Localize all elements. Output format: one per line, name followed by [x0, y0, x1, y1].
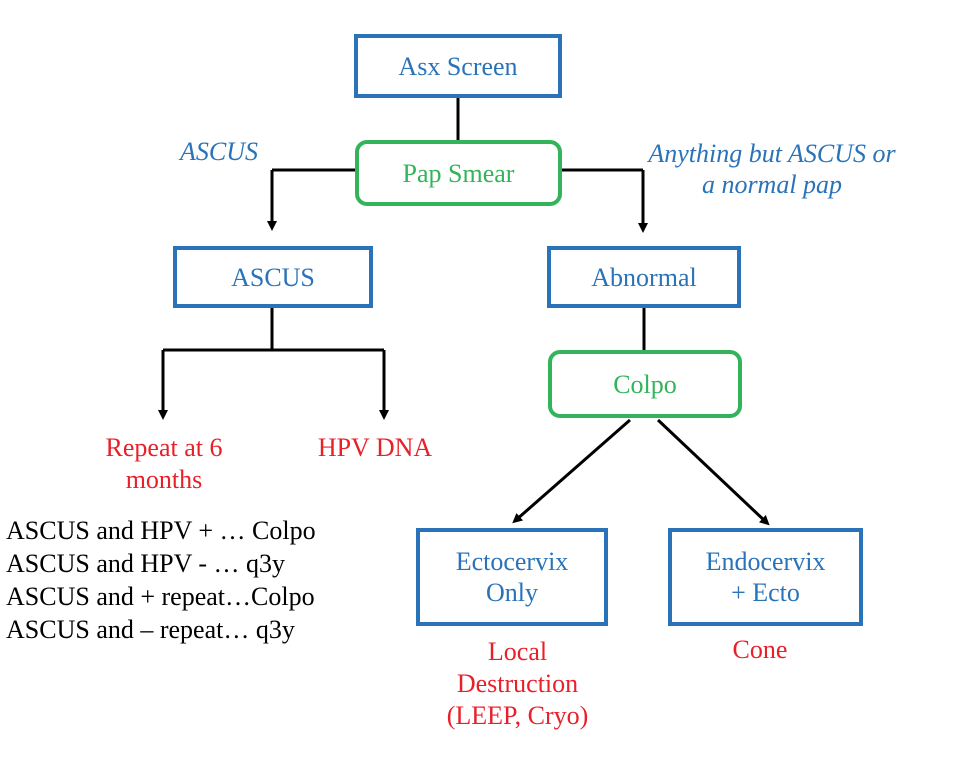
endocervix-label-line2: + Ecto	[731, 578, 800, 607]
ascus-node: ASCUS	[173, 246, 373, 308]
repeat-outcome: Repeat at 6 months	[84, 432, 244, 496]
ectocervix-label-line1: Ectocervix	[455, 547, 569, 576]
asx-screen-node: Asx Screen	[354, 34, 562, 98]
cone-outcome: Cone	[700, 634, 820, 666]
colpo-to-endo-arrow	[656, 418, 770, 526]
local-destruction-outcome: Local Destruction (LEEP, Cryo)	[420, 636, 615, 732]
asx-screen-label: Asx Screen	[398, 51, 518, 81]
colpo-label: Colpo	[613, 369, 677, 399]
abnormal-label: Abnormal	[591, 262, 697, 292]
repeat-outcome-line2: months	[125, 465, 203, 494]
hpv-dna-outcome: HPV DNA	[300, 432, 450, 464]
local-destruction-line3: (LEEP, Cryo)	[446, 701, 589, 730]
endocervix-node: Endocervix + Ecto	[668, 528, 863, 626]
cone-label: Cone	[732, 635, 788, 664]
hpv-dna-label: HPV DNA	[317, 433, 433, 462]
abnormal-node: Abnormal	[547, 246, 741, 308]
note-line: ASCUS and HPV - … q3y	[6, 549, 286, 578]
ascus-branch-label: ASCUS	[180, 137, 258, 166]
ascus-notes: ASCUS and HPV + … Colpo ASCUS and HPV - …	[6, 514, 316, 646]
abnormal-branch-label-line1: Anything but ASCUS or	[648, 139, 896, 168]
abnormal-branch-label: Anything but ASCUS or a normal pap	[627, 138, 917, 200]
endocervix-label-line1: Endocervix	[705, 547, 826, 576]
colpo-node: Colpo	[548, 350, 742, 418]
pap-smear-label: Pap Smear	[402, 158, 515, 188]
ectocervix-node: Ectocervix Only	[416, 528, 608, 626]
local-destruction-line1: Local	[487, 637, 548, 666]
note-line: ASCUS and – repeat… q3y	[6, 615, 295, 644]
note-line: ASCUS and HPV + … Colpo	[6, 516, 316, 545]
colpo-to-ecto-arrow	[512, 418, 631, 524]
note-line: ASCUS and + repeat…Colpo	[6, 582, 315, 611]
local-destruction-line2: Destruction	[456, 669, 579, 698]
ectocervix-label-line2: Only	[486, 578, 538, 607]
abnormal-branch-label-line2: a normal pap	[701, 170, 843, 199]
pap-smear-node: Pap Smear	[355, 140, 562, 206]
repeat-outcome-line1: Repeat at 6	[105, 433, 223, 462]
ascus-label: ASCUS	[231, 262, 315, 292]
